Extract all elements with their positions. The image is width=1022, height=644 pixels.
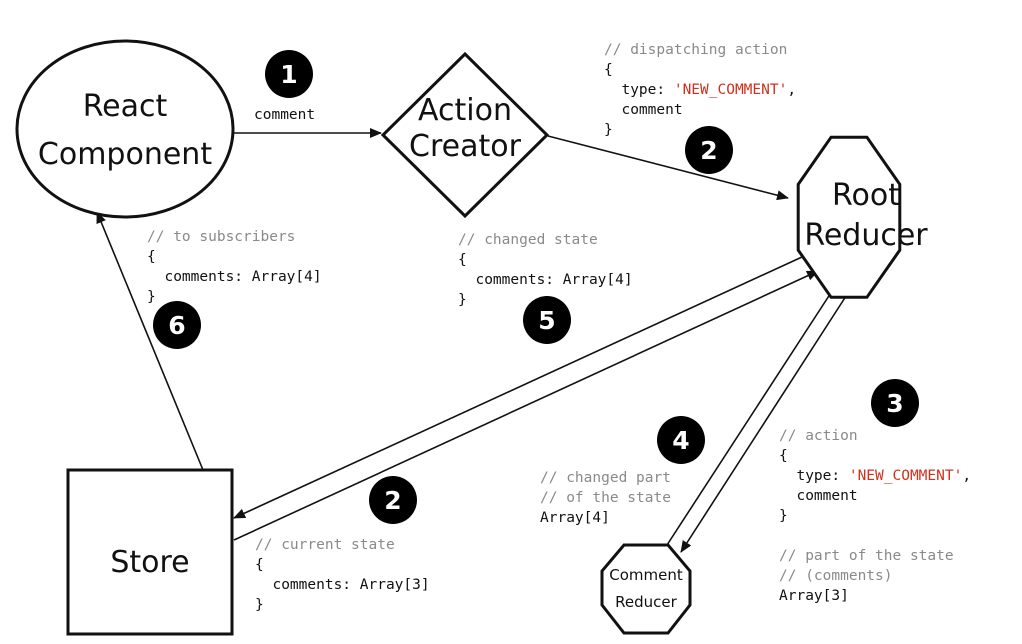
action-detail-line-9-seg-1: Array[3] bbox=[779, 588, 849, 604]
edge-action-creator-to-root-reducer bbox=[547, 135, 789, 201]
step-badge-5: 5 bbox=[523, 296, 571, 344]
step-badge-4: 4 bbox=[657, 416, 705, 464]
step-badge-2-action: 2 bbox=[685, 126, 733, 174]
code-to-subscribers: // to subscribers { comments: Array[4]} bbox=[147, 229, 322, 305]
comment-reducer-node: Comment Reducer bbox=[600, 543, 692, 635]
edge-comment-reducer-to-root-reducer bbox=[666, 284, 837, 546]
current-state-line-3-seg-1: comments: Array[3] bbox=[255, 577, 430, 593]
dispatching-action-line-2-seg-1: { bbox=[604, 62, 613, 78]
dispatching-action-line-5-seg-1: } bbox=[604, 122, 613, 138]
root-reducer-node: Root Reducer bbox=[796, 135, 928, 299]
comment-edge-label: comment bbox=[254, 107, 315, 123]
step-badge-2-action-number: 2 bbox=[700, 136, 717, 165]
step-badge-6: 6 bbox=[153, 301, 201, 349]
current-state-line-1-seg-1: // current state bbox=[255, 537, 395, 553]
changed-state-line-4-seg-1: } bbox=[458, 292, 467, 308]
changed-state-line-1-seg-1: // changed state bbox=[458, 232, 598, 248]
dispatching-action-line-1-seg-1: // dispatching action bbox=[604, 42, 787, 58]
code-changed-state: // changed state { comments: Array[4]} bbox=[458, 232, 633, 308]
step-badge-2-state-number: 2 bbox=[384, 486, 401, 515]
action-detail-line-5-seg-1: } bbox=[779, 508, 788, 524]
edge-store-to-component bbox=[96, 211, 204, 471]
react-component-node: React Component bbox=[15, 39, 235, 219]
root-reducer-label-line2: Reducer bbox=[804, 218, 928, 253]
root-reducer-label-line1: Root bbox=[832, 178, 900, 213]
edge-root-reducer-to-store bbox=[233, 256, 803, 519]
code-current-state: // current state { comments: Array[3]} bbox=[255, 537, 430, 613]
to-subscribers-line-2-seg-1: { bbox=[147, 249, 156, 265]
react-component-label-line1: React bbox=[83, 89, 168, 124]
dispatching-action-line-4-seg-1: comment bbox=[604, 102, 683, 118]
action-detail-line-2-seg-1: { bbox=[779, 448, 788, 464]
action-detail-line-7-seg-1: // part of the state bbox=[779, 548, 954, 564]
current-state-line-2-seg-1: { bbox=[255, 557, 264, 573]
changed-state-line-2-seg-1: { bbox=[458, 252, 467, 268]
changed-state-line-3-seg-1: comments: Array[4] bbox=[458, 272, 633, 288]
store-node: Store bbox=[66, 468, 234, 636]
step-badge-3: 3 bbox=[871, 379, 919, 427]
action-creator-node: Action Creator bbox=[380, 51, 550, 219]
edge-store-to-root-reducer bbox=[233, 270, 819, 541]
to-subscribers-line-4-seg-1: } bbox=[147, 289, 156, 305]
edge-root-reducer-to-comment-reducer bbox=[680, 292, 849, 553]
comment-reducer-label-line2: Reducer bbox=[615, 593, 677, 611]
step-badge-5-number: 5 bbox=[538, 306, 555, 335]
action-detail-line-3-seg-2: 'NEW_COMMENT' bbox=[849, 468, 963, 484]
to-subscribers-line-3-seg-1: comments: Array[4] bbox=[147, 269, 322, 285]
step-badge-3-number: 3 bbox=[886, 389, 903, 418]
step-badge-1: 1 bbox=[265, 50, 313, 98]
changed-part-line-2-seg-1: // of the state bbox=[540, 490, 671, 506]
changed-part-line-1-seg-1: // changed part bbox=[540, 470, 671, 486]
action-detail-line-4-seg-1: comment bbox=[779, 488, 858, 504]
dispatching-action-line-3-seg-1: type: bbox=[604, 82, 674, 98]
step-badge-6-number: 6 bbox=[168, 311, 185, 340]
step-badge-1-number: 1 bbox=[280, 60, 297, 89]
step-badge-2-state: 2 bbox=[369, 476, 417, 524]
react-component-label-line2: Component bbox=[38, 137, 212, 172]
comment-reducer-label-line1: Comment bbox=[609, 566, 683, 584]
action-creator-label-line2: Creator bbox=[409, 129, 522, 164]
dispatching-action-line-3-seg-3: , bbox=[787, 82, 796, 98]
action-detail-line-1-seg-1: // action bbox=[779, 428, 858, 444]
code-dispatching-action: // dispatching action { type: 'NEW_COMMEN… bbox=[604, 42, 796, 138]
dispatching-action-line-3-seg-2: 'NEW_COMMENT' bbox=[674, 82, 788, 98]
to-subscribers-line-1-seg-1: // to subscribers bbox=[147, 229, 295, 245]
action-creator-label-line1: Action bbox=[418, 93, 512, 128]
changed-part-line-3-seg-1: Array[4] bbox=[540, 510, 610, 526]
store-label: Store bbox=[110, 545, 189, 580]
action-detail-line-3-seg-1: type: bbox=[779, 468, 849, 484]
current-state-line-4-seg-1: } bbox=[255, 597, 264, 613]
code-action-detail: // action { type: 'NEW_COMMENT', comment}… bbox=[779, 428, 971, 604]
step-badge-4-number: 4 bbox=[672, 426, 689, 455]
action-detail-line-3-seg-3: , bbox=[962, 468, 971, 484]
action-detail-line-8-seg-1: // (comments) bbox=[779, 568, 893, 584]
